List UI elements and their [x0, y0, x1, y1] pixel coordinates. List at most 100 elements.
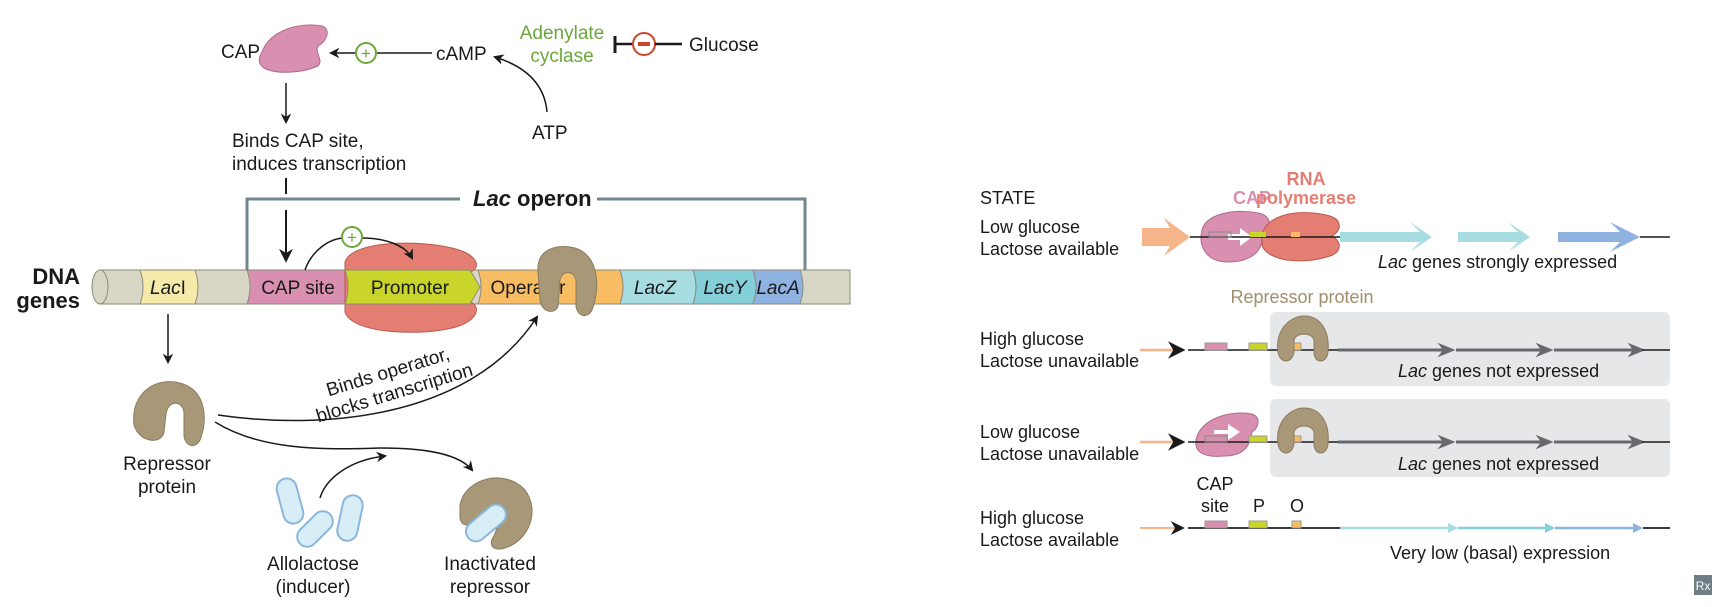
inactivated-repressor-icon [459, 477, 533, 550]
atp-label: ATP [532, 123, 568, 144]
state3-line1: Low glucose [980, 422, 1080, 442]
state2-repressor-icon [1277, 315, 1329, 362]
state1-cap-label: CAP [1233, 188, 1271, 208]
state3-result: Lac genes not expressed [1398, 454, 1599, 474]
inducer-arrow [319, 451, 388, 499]
state4-result: Very low (basal) expression [1390, 543, 1610, 563]
lacy-label: LacY [703, 278, 748, 299]
state2-line2: Lactose unavailable [980, 351, 1139, 371]
state4-promoter-box [1248, 520, 1268, 529]
laci-label: LacI [150, 278, 186, 299]
operator-repressor-icon [537, 246, 598, 316]
genes-label: genes [16, 288, 80, 313]
state4-operator-box [1291, 520, 1302, 529]
lacz-label: LacZ [634, 278, 678, 299]
state3-promoter-box [1248, 435, 1268, 443]
state4-cap-site-box [1204, 520, 1228, 529]
rx-badge-text: Rx [1696, 579, 1711, 593]
repressor-to-inactivated-arrow [214, 421, 474, 472]
state3-cap-site-box [1204, 435, 1228, 443]
atp-to-camp-arrow [492, 54, 548, 113]
state3-cap-icon [1195, 412, 1259, 457]
state1-line1: Low glucose [980, 217, 1080, 237]
p-label: P [1253, 496, 1265, 516]
rna-pol-label-2: polymerase [1256, 188, 1356, 208]
state3-gray-box [1270, 399, 1670, 477]
state1-operator-box [1291, 232, 1300, 237]
repressor-label-1: Repressor [123, 454, 211, 475]
dna-tube-end [91, 269, 109, 305]
repressor-protein-icon [133, 381, 205, 446]
state1-lacy-arrow [1458, 222, 1530, 252]
state2-result-rest: genes not expressed [1427, 361, 1599, 381]
laci-gene-segment [139, 269, 199, 305]
rna-pol-label-1: RNA [1287, 169, 1326, 189]
activation-plus-icon [355, 42, 377, 64]
lac-operon-title: Lac operon [473, 186, 592, 211]
state3-line2: Lactose unavailable [980, 444, 1139, 464]
allolactose-label-2: (inducer) [276, 577, 351, 598]
state4-line1: High glucose [980, 508, 1084, 528]
state1-line2: Lactose available [980, 239, 1119, 259]
binds-operator-text: Binds operator, blocks transcription [314, 344, 476, 428]
state4-lacy-head [1545, 523, 1555, 533]
laca-label: LacA [756, 278, 799, 299]
plus-symbol: + [361, 44, 371, 63]
cap-site-label-1: CAP [1196, 474, 1233, 494]
state1-input-arrow [1142, 218, 1190, 256]
repressor-label-2: protein [138, 477, 196, 498]
allolactose-icon [275, 477, 364, 548]
plus-to-promoter-arrow [361, 237, 413, 260]
state3-result-rest: genes not expressed [1427, 454, 1599, 474]
repressor-to-operator-arrow [217, 315, 539, 422]
promoter-label: Promoter [371, 278, 450, 299]
state4-lacz-head [1448, 523, 1458, 533]
state3-result-italic: Lac [1398, 454, 1427, 474]
state2-result-italic: Lac [1398, 361, 1427, 381]
binds-cap-line1: Binds CAP site, [232, 131, 364, 152]
repressor-protein-label: Repressor protein [1230, 287, 1373, 307]
state1-result-rest: genes strongly expressed [1407, 252, 1617, 272]
cap-to-plus-curve [304, 237, 346, 271]
promoter-plus-icon [341, 226, 363, 248]
glucose-label: Glucose [689, 35, 759, 56]
state2-result: Lac genes not expressed [1398, 361, 1599, 381]
lac-operon-bracket [245, 197, 807, 272]
state4-line2: Lactose available [980, 530, 1119, 550]
state1-result-italic: Lac [1378, 252, 1407, 272]
state4-laca-head [1633, 523, 1643, 533]
inactivated-label-2: repressor [450, 577, 531, 598]
state1-result: Lac genes strongly expressed [1378, 252, 1617, 272]
rx-badge [1694, 575, 1712, 595]
state1-laca-arrow [1558, 222, 1640, 252]
state2-promoter-box [1248, 342, 1268, 351]
camp-label: cAMP [436, 44, 487, 65]
laca-segment [752, 269, 804, 305]
state1-cap-site-box [1208, 231, 1232, 238]
state2-line1: High glucose [980, 329, 1084, 349]
adenylate-cyclase-label-2: cyclase [530, 46, 593, 67]
inactivated-label-1: Inactivated [444, 554, 536, 575]
operon-title-italic: Lac [473, 186, 511, 211]
laci-rest: I [181, 278, 186, 299]
cap-site-label-2: site [1201, 496, 1229, 516]
promoter-segment [344, 269, 481, 305]
plus-symbol-2: + [347, 228, 357, 247]
adenylate-cyclase-label-1: Adenylate [520, 23, 605, 44]
state2-cap-site-box [1204, 342, 1228, 351]
allolactose-label-1: Allolactose [267, 554, 359, 575]
dna-label: DNA [32, 264, 80, 289]
cap-site-label: CAP site [261, 278, 335, 299]
state3-cap-arrow-icon [1214, 424, 1240, 440]
state4-result-rest: Very low (basal) expression [1390, 543, 1610, 563]
state1-promoter-box [1250, 232, 1266, 237]
cap-protein-icon [258, 24, 328, 73]
o-label: O [1290, 496, 1304, 516]
state1-lacz-arrow [1340, 222, 1432, 252]
state3-repressor-icon [1277, 407, 1329, 454]
state-header: STATE [980, 188, 1035, 208]
cap-label: CAP [221, 42, 260, 63]
minus-bar [638, 42, 650, 46]
laci-italic: Lac [150, 278, 181, 299]
